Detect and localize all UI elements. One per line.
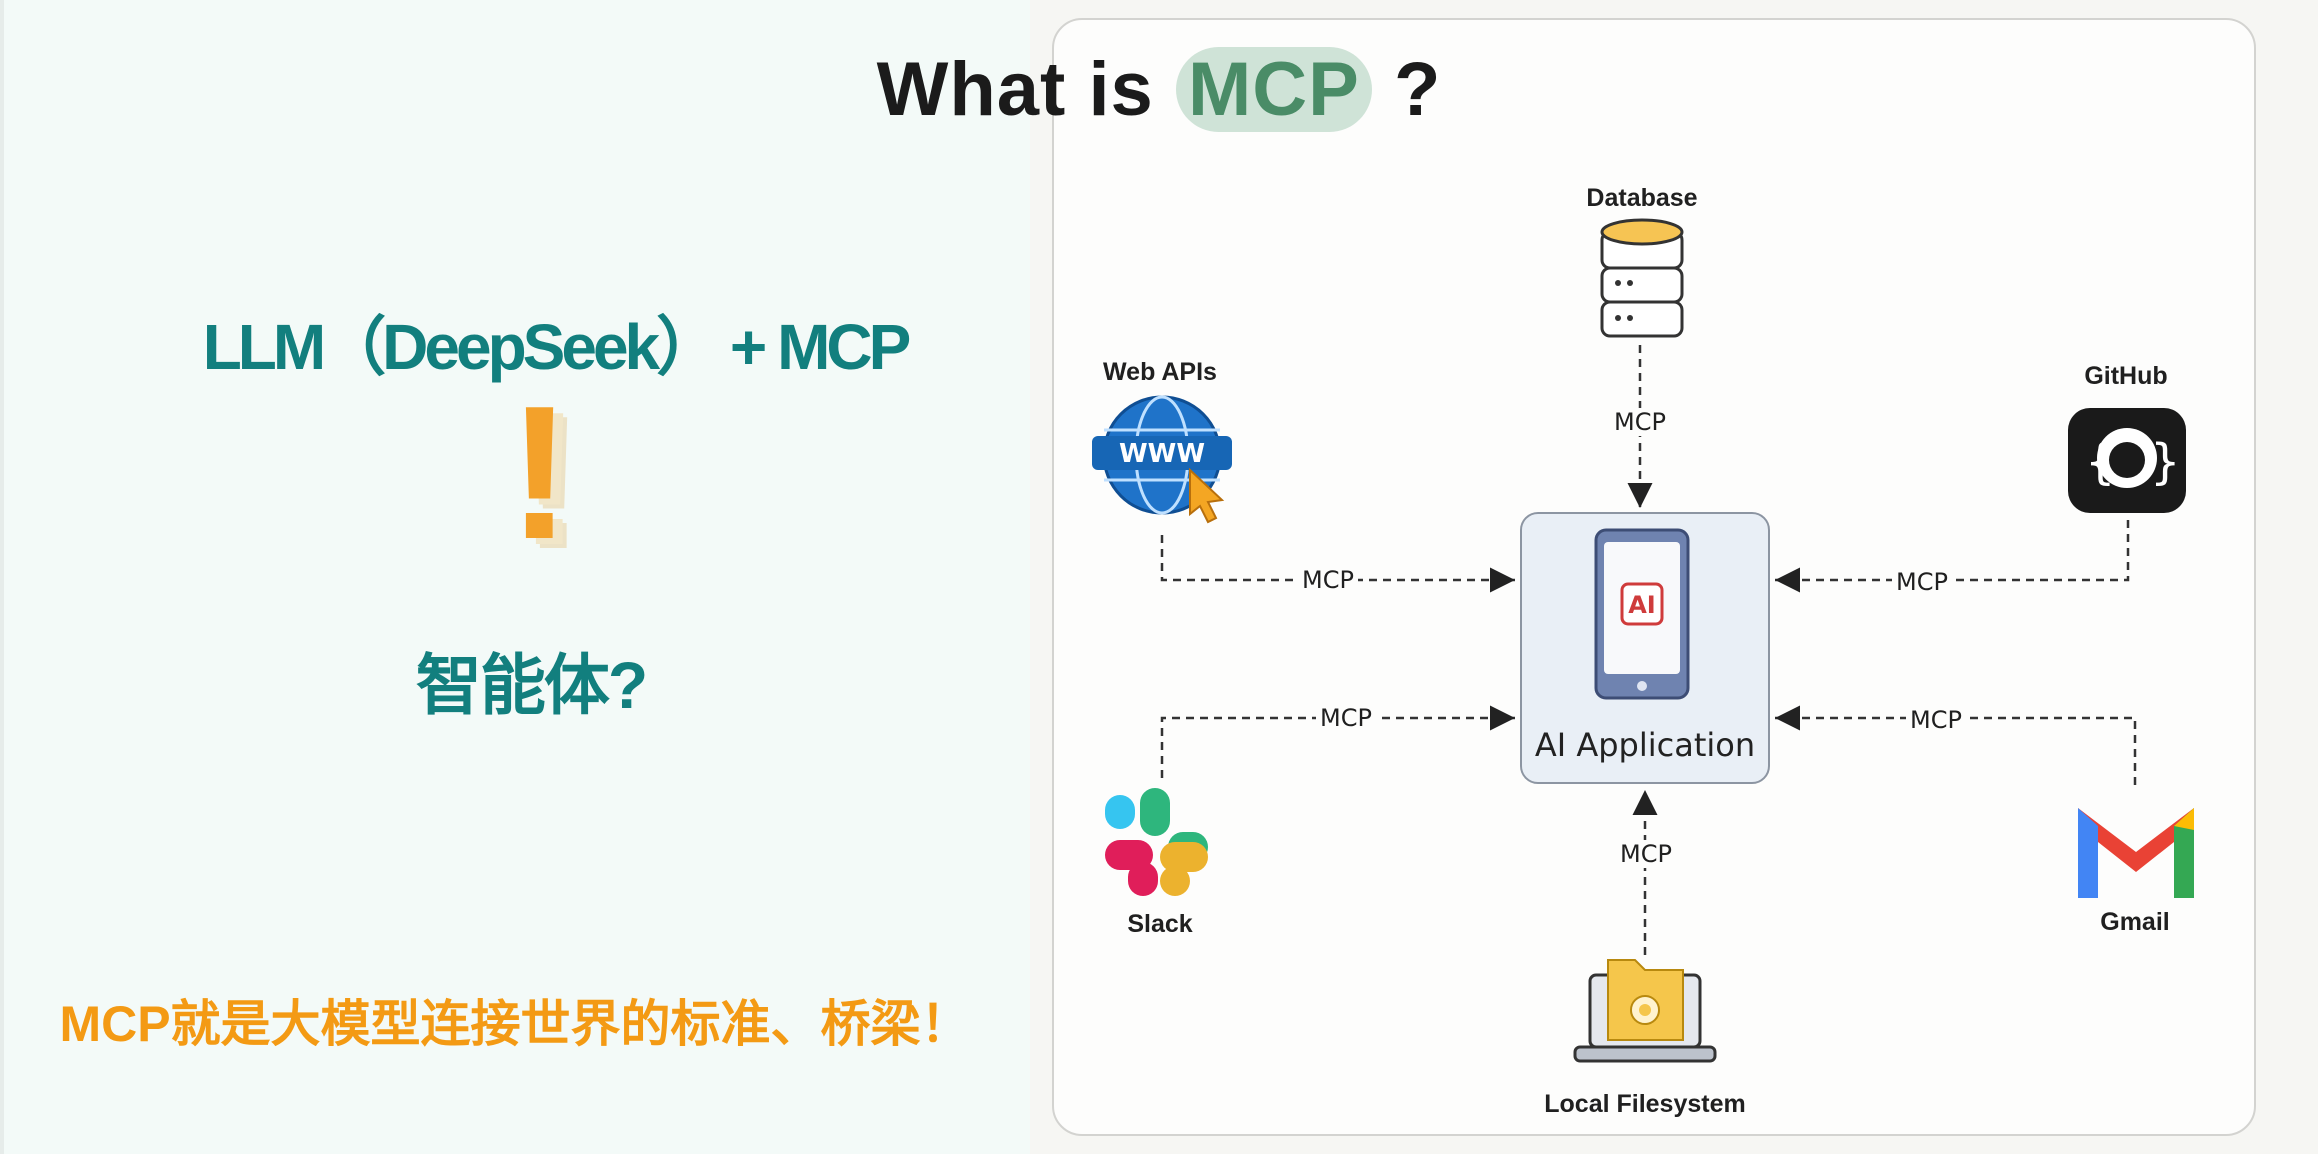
edge-label-gmail: MCP [1906, 706, 1966, 734]
edge-label-github: MCP [1892, 568, 1952, 596]
github-label: GitHub [2084, 362, 2168, 390]
ai-application-label: AI Application [1534, 726, 1756, 764]
slack-icon [1105, 788, 1208, 896]
ai-application-box: AI [1520, 512, 1770, 784]
database-label: Database [1586, 184, 1698, 212]
title-suffix: ? [1371, 47, 1442, 132]
question-text: 智能体? [415, 648, 648, 722]
gmail-icon [2078, 808, 2194, 898]
diagram-title: What is MCP ? [0, 46, 2318, 133]
web-apis-icon: WWW [1092, 395, 1232, 524]
slack-label: Slack [1127, 910, 1193, 938]
edge-label-web-apis: MCP [1298, 566, 1358, 594]
svg-text:}: } [2150, 434, 2181, 490]
slogan: MCP就是大模型连接世界的标准、桥梁！ [59, 996, 971, 1052]
local-filesystem-icon [1573, 959, 1717, 1063]
edge-web-apis [1160, 535, 1515, 593]
headline: LLM（DeepSeek） + MCP [202, 311, 912, 383]
local-filesystem-label: Local Filesystem [1544, 1090, 1746, 1118]
phone-icon: AI [1594, 528, 1690, 700]
web-apis-label: Web APIs [1103, 358, 1217, 386]
left-panel [0, 0, 1030, 1154]
github-icon: { } [2068, 408, 2186, 513]
gmail-label: Gmail [2100, 908, 2170, 936]
ai-badge: AI [1628, 591, 1656, 619]
edge-label-local-fs: MCP [1616, 840, 1676, 868]
title-highlight: MCP [1175, 47, 1372, 132]
svg-text:{: { [2085, 434, 2116, 490]
exclamation-mark: ! [508, 367, 572, 579]
title-prefix: What is [876, 47, 1176, 132]
edge-label-database: MCP [1610, 408, 1670, 436]
svg-text:WWW: WWW [1119, 439, 1205, 469]
edge-label-slack: MCP [1316, 704, 1376, 732]
database-icon [1600, 218, 1684, 338]
edge-slack [1160, 705, 1515, 778]
